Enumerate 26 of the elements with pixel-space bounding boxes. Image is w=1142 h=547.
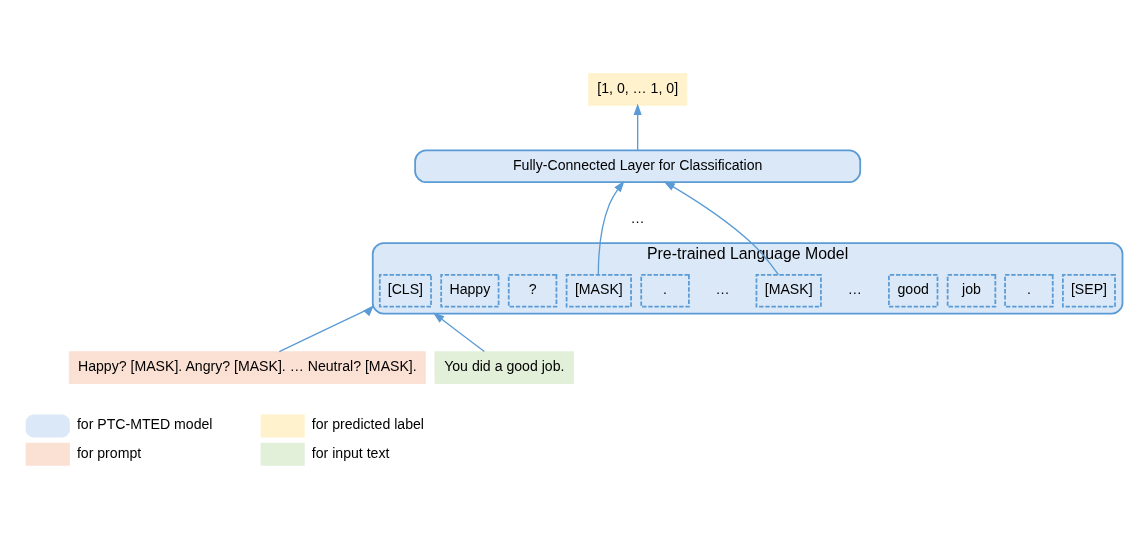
arrow (633, 103, 642, 151)
label: … (847, 280, 862, 297)
node-box: Happy? [MASK]. Angry? [MASK]. … Neutral? [MASK]. (68, 350, 426, 384)
node-box: Fully-Connected Layer for Classification (414, 148, 862, 183)
node-box: [SEP] (1062, 273, 1116, 308)
legend-label: for predicted label (311, 415, 424, 432)
node-box: [MASK] (755, 273, 822, 308)
arrow (278, 304, 375, 352)
legend-label: for PTC-MTED model (76, 415, 213, 432)
node-box: job (946, 273, 997, 308)
node-box: good (888, 273, 939, 308)
node-box: . (640, 273, 690, 308)
node-box: [MASK] (565, 273, 632, 308)
node-box: [CLS] (378, 273, 432, 308)
node-box: Happy (440, 273, 500, 308)
node-box: ? (507, 273, 558, 308)
legend-label: for input text (311, 444, 390, 461)
node-box: You did a good job. (434, 350, 575, 384)
legend-label: for prompt (76, 444, 142, 461)
node-box: [1, 0, … 1, 0] (588, 72, 688, 106)
arrow (597, 180, 625, 275)
node-box: . (1004, 273, 1054, 308)
label: … (715, 280, 730, 297)
arrow (432, 312, 485, 352)
arrow (663, 180, 780, 275)
label: … (630, 209, 645, 226)
